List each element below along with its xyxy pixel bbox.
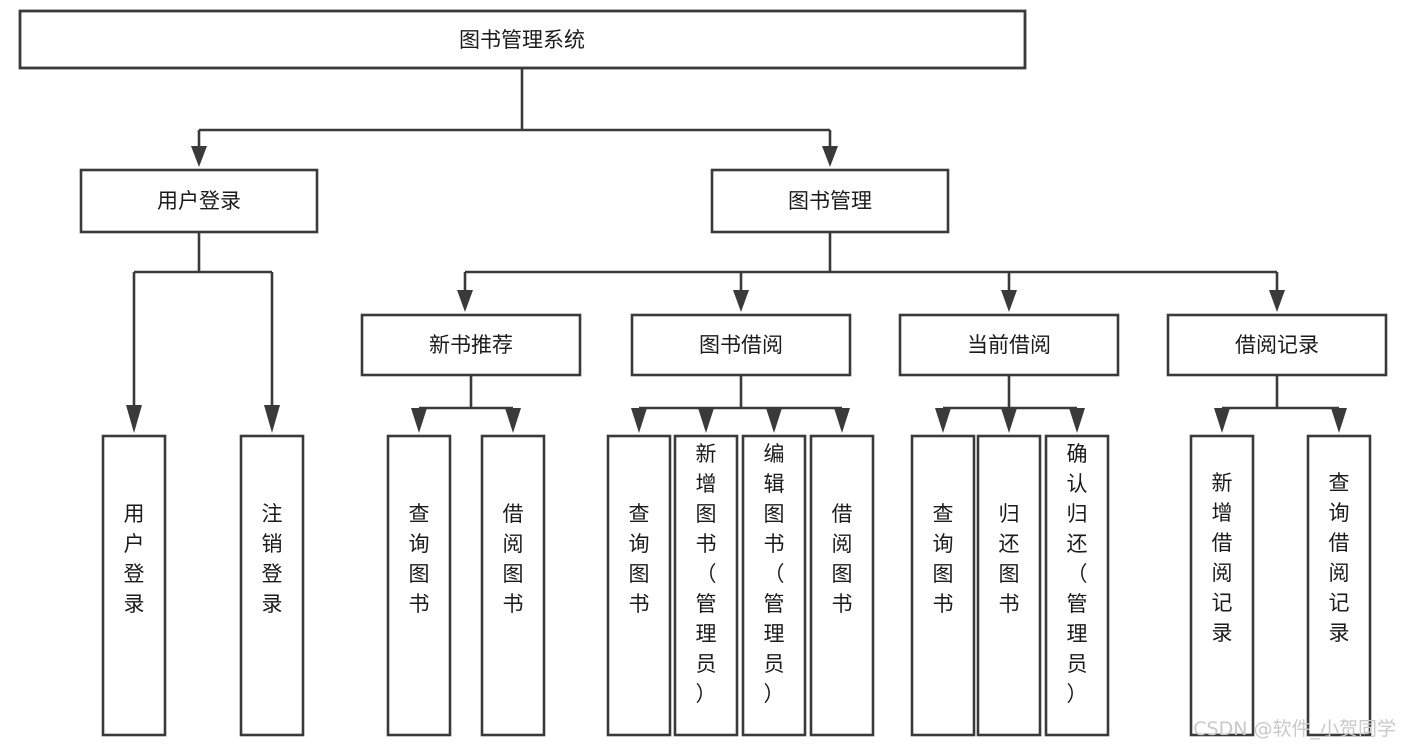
node-leaf-add-borrow-record-box[interactable] bbox=[1189, 434, 1255, 737]
node-book-manage-box[interactable] bbox=[710, 168, 950, 234]
arrow-head-book-borrow bbox=[733, 290, 749, 312]
arrow-head-borrow-record bbox=[1269, 290, 1285, 312]
node-borrow-record-label: 借阅记录 bbox=[1235, 333, 1319, 357]
node-leaf-query-book-3-label: 查询图书 bbox=[933, 502, 954, 616]
node-leaf-borrow-book-1-label: 借阅图书 bbox=[503, 502, 524, 616]
arrow-head-leaf-return-book bbox=[1001, 408, 1017, 433]
arrow-head-leaf-logout bbox=[264, 405, 280, 433]
arrow-head-leaf-confirm-return-admin bbox=[1069, 408, 1085, 433]
node-leaf-confirm-return-admin-label: 确认归还（管理员） bbox=[1067, 442, 1088, 706]
node-leaf-query-book-3-box[interactable] bbox=[910, 434, 976, 737]
node-leaf-edit-book-admin-label: 编辑图书（管理员） bbox=[764, 442, 785, 706]
node-leaf-edit-book-admin-box[interactable] bbox=[741, 434, 807, 737]
arrow-head-leaf-borrow-book-1 bbox=[505, 408, 521, 433]
node-leaf-add-borrow-record-label: 新增借阅记录 bbox=[1212, 471, 1233, 645]
node-root-label: 图书管理系统 bbox=[459, 28, 585, 52]
node-leaf-borrow-book-2-label: 借阅图书 bbox=[832, 502, 853, 616]
node-leaf-query-book-1-label: 查询图书 bbox=[409, 502, 430, 616]
arrow-head-user-login bbox=[191, 146, 207, 167]
node-book-borrow-label: 图书借阅 bbox=[699, 333, 783, 357]
node-user-login-box[interactable] bbox=[79, 168, 319, 234]
node-leaf-add-book-admin-box[interactable] bbox=[673, 434, 739, 737]
node-leaf-logout-box[interactable] bbox=[239, 434, 305, 737]
connector-group bbox=[126, 68, 1347, 433]
node-leaf-query-book-1[interactable]: 查询图书 bbox=[386, 434, 452, 737]
node-leaf-borrow-book-1-box[interactable] bbox=[480, 434, 546, 737]
arrow-head-new-book-recommend bbox=[457, 290, 473, 312]
node-leaf-user-login[interactable]: 用户登录 bbox=[101, 434, 167, 737]
node-leaf-query-borrow-record-box[interactable] bbox=[1306, 434, 1372, 737]
arrow-head-leaf-query-book-1 bbox=[411, 408, 427, 433]
node-current-borrow-label: 当前借阅 bbox=[967, 333, 1051, 357]
node-leaf-query-book-3[interactable]: 查询图书 bbox=[910, 434, 976, 737]
node-book-manage-label: 图书管理 bbox=[788, 189, 872, 213]
node-leaf-query-book-1-box[interactable] bbox=[386, 434, 452, 737]
arrow-head-leaf-add-borrow-record bbox=[1214, 408, 1230, 433]
node-new-book-recommend[interactable]: 新书推荐 bbox=[360, 313, 582, 377]
node-leaf-borrow-book-2[interactable]: 借阅图书 bbox=[809, 434, 875, 737]
node-leaf-logout[interactable]: 注销登录 bbox=[239, 434, 305, 737]
arrow-head-leaf-query-borrow-record bbox=[1331, 408, 1347, 433]
arrow-head-leaf-edit-book-admin bbox=[766, 408, 782, 433]
node-new-book-recommend-box[interactable] bbox=[360, 313, 582, 377]
node-leaf-user-login-box[interactable] bbox=[101, 434, 167, 737]
node-leaf-confirm-return-admin-box[interactable] bbox=[1044, 434, 1110, 737]
node-borrow-record-box[interactable] bbox=[1166, 313, 1388, 377]
watermark-label: CSDN @软件_小贺同学 bbox=[1193, 718, 1396, 740]
node-leaf-user-login-label: 用户登录 bbox=[124, 502, 145, 616]
node-leaf-return-book[interactable]: 归还图书 bbox=[976, 434, 1042, 737]
arrow-head-leaf-add-book-admin bbox=[698, 408, 714, 433]
node-book-borrow[interactable]: 图书借阅 bbox=[630, 313, 852, 377]
node-user-login[interactable]: 用户登录 bbox=[79, 168, 319, 234]
node-leaf-borrow-book-1[interactable]: 借阅图书 bbox=[480, 434, 546, 737]
node-leaf-add-book-admin[interactable]: 新增图书（管理员） bbox=[673, 434, 739, 737]
node-leaf-query-book-2-box[interactable] bbox=[606, 434, 672, 737]
node-book-manage[interactable]: 图书管理 bbox=[710, 168, 950, 234]
arrow-head-leaf-query-book-2 bbox=[631, 408, 647, 433]
node-leaf-edit-book-admin[interactable]: 编辑图书（管理员） bbox=[741, 434, 807, 737]
node-book-borrow-box[interactable] bbox=[630, 313, 852, 377]
node-leaf-add-borrow-record[interactable]: 新增借阅记录 bbox=[1189, 434, 1255, 737]
arrow-head-leaf-borrow-book-2 bbox=[834, 408, 850, 433]
node-leaf-return-book-label: 归还图书 bbox=[999, 502, 1020, 616]
node-leaf-return-book-box[interactable] bbox=[976, 434, 1042, 737]
node-root-box[interactable] bbox=[18, 9, 1027, 70]
node-borrow-record[interactable]: 借阅记录 bbox=[1166, 313, 1388, 377]
node-leaf-logout-label: 注销登录 bbox=[262, 502, 283, 616]
arrow-head-leaf-query-book-3 bbox=[935, 408, 951, 433]
arrow-head-book-manage bbox=[822, 146, 838, 167]
node-root[interactable]: 图书管理系统 bbox=[18, 9, 1027, 70]
node-current-borrow-box[interactable] bbox=[898, 313, 1120, 377]
node-leaf-query-book-2-label: 查询图书 bbox=[629, 502, 650, 616]
node-leaf-query-book-2[interactable]: 查询图书 bbox=[606, 434, 672, 737]
node-leaf-add-book-admin-label: 新增图书（管理员） bbox=[696, 442, 717, 706]
node-current-borrow[interactable]: 当前借阅 bbox=[898, 313, 1120, 377]
node-leaf-confirm-return-admin[interactable]: 确认归还（管理员） bbox=[1044, 434, 1110, 737]
node-leaf-query-borrow-record-label: 查询借阅记录 bbox=[1329, 471, 1350, 645]
node-leaf-query-borrow-record[interactable]: 查询借阅记录 bbox=[1306, 434, 1372, 737]
node-user-login-label: 用户登录 bbox=[157, 189, 241, 213]
arrow-head-current-borrow bbox=[1001, 290, 1017, 312]
node-new-book-recommend-label: 新书推荐 bbox=[429, 333, 513, 357]
node-leaf-borrow-book-2-box[interactable] bbox=[809, 434, 875, 737]
arrow-head-leaf-user-login bbox=[126, 405, 142, 433]
